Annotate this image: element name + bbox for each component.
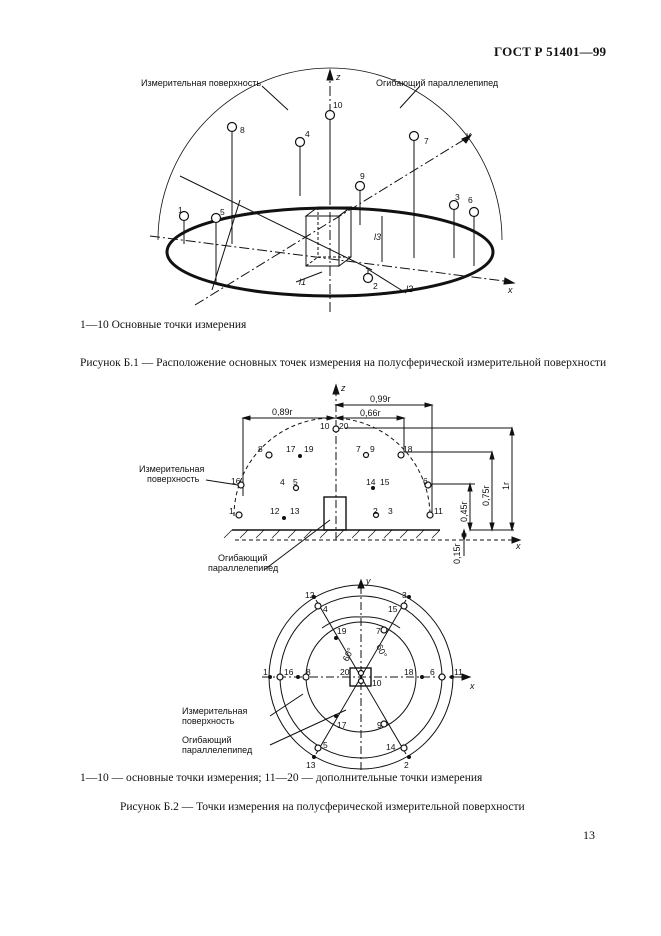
- svg-text:2: 2: [373, 281, 378, 291]
- plan-axis-x: x: [469, 681, 475, 691]
- svg-text:2: 2: [373, 506, 378, 516]
- svg-text:3: 3: [455, 192, 460, 202]
- svg-text:10: 10: [320, 421, 330, 431]
- fig1-axis-y: y: [465, 130, 471, 140]
- side-label-box-1: Огибающий: [218, 553, 267, 563]
- svg-text:5: 5: [323, 740, 328, 750]
- svg-text:17: 17: [337, 720, 347, 730]
- point-6: [468, 206, 480, 218]
- side-dim-015r: 0,15r: [452, 543, 462, 564]
- svg-text:1: 1: [263, 667, 268, 677]
- fig1-label-surface: Измерительная поверхность: [141, 78, 261, 88]
- plan-label-surface-1: Измерительная: [182, 706, 247, 716]
- svg-text:11: 11: [434, 506, 443, 516]
- svg-text:7: 7: [356, 444, 361, 454]
- svg-text:6: 6: [430, 667, 435, 677]
- svg-text:4: 4: [305, 129, 310, 139]
- side-dim-089r: 0,89r: [272, 407, 293, 417]
- fig1-label-box: Огибающий параллелепипед: [376, 78, 499, 88]
- svg-text:10: 10: [372, 678, 382, 688]
- figure-b1-drawing: 1 2 3 4 5 6 7 8 9 10 Измерительная поверхност…: [141, 67, 516, 312]
- fig1-axis-z: z: [335, 72, 341, 82]
- point-3: [448, 199, 460, 211]
- svg-text:18: 18: [404, 667, 414, 677]
- figure2-legend: 1—10 — основные точки измерения; 11—20 —…: [80, 772, 483, 784]
- point-4: [294, 136, 306, 148]
- svg-text:10: 10: [333, 100, 343, 110]
- svg-text:14: 14: [386, 742, 396, 752]
- svg-text:13: 13: [306, 760, 316, 770]
- side-label-surface-2: поверхность: [147, 474, 200, 484]
- side-dim-1r: 1r: [501, 482, 511, 490]
- point-9: [354, 180, 366, 192]
- svg-text:8: 8: [240, 125, 245, 135]
- svg-text:9: 9: [360, 171, 365, 181]
- point-2: [362, 272, 374, 284]
- svg-text:20: 20: [339, 421, 349, 431]
- svg-text:7: 7: [376, 626, 381, 636]
- point-10: [324, 109, 336, 121]
- side-dim-045r: 0,45r: [459, 501, 469, 522]
- svg-text:5: 5: [293, 477, 298, 487]
- plan-axis-y: y: [365, 576, 371, 586]
- svg-text:13: 13: [290, 506, 300, 516]
- svg-text:2: 2: [404, 760, 409, 770]
- point-5: [210, 212, 222, 224]
- side-dim-066r: 0,66r: [360, 408, 381, 418]
- svg-text:1: 1: [178, 205, 183, 215]
- fig1-dim-l2: l2: [406, 284, 413, 294]
- plan-angle-left: 60°: [341, 646, 356, 663]
- svg-text:7: 7: [424, 136, 429, 146]
- fig1-dim-l3: l3: [374, 232, 381, 242]
- svg-text:12: 12: [270, 506, 280, 516]
- svg-text:6: 6: [468, 195, 473, 205]
- figure1-legend: 1—10 Основные точки измерения: [80, 319, 247, 331]
- svg-text:17: 17: [286, 444, 296, 454]
- plan-label-surface-2: поверхность: [182, 716, 235, 726]
- point-7: [408, 130, 420, 142]
- svg-text:14: 14: [366, 477, 376, 487]
- svg-text:3: 3: [388, 506, 393, 516]
- standard-header: ГОСТ Р 51401—99: [494, 44, 607, 59]
- svg-text:5: 5: [220, 207, 225, 217]
- svg-text:15: 15: [388, 604, 398, 614]
- side-axis-z: z: [340, 383, 346, 393]
- svg-text:9: 9: [377, 720, 382, 730]
- svg-text:16: 16: [284, 667, 294, 677]
- figure2-caption: Рисунок Б.2 — Точки измерения на полусфе…: [120, 801, 525, 813]
- side-dim-099r: 0,99r: [370, 394, 391, 404]
- svg-text:19: 19: [304, 444, 314, 454]
- svg-text:9: 9: [370, 444, 375, 454]
- svg-text:12: 12: [305, 590, 315, 600]
- point-1: [178, 210, 190, 222]
- svg-text:4: 4: [323, 604, 328, 614]
- side-axis-x: x: [515, 541, 521, 551]
- svg-text:16: 16: [231, 476, 241, 486]
- svg-text:11: 11: [454, 667, 463, 677]
- side-dim-075r: 0,75r: [481, 485, 491, 506]
- svg-text:18: 18: [403, 444, 413, 454]
- fig1-axis-x: x: [507, 285, 513, 295]
- figure1-caption: Рисунок Б.1 — Расположение основных точе…: [80, 357, 607, 369]
- svg-text:4: 4: [280, 477, 285, 487]
- svg-text:8: 8: [258, 444, 263, 454]
- svg-text:3: 3: [402, 590, 407, 600]
- fig1-dim-l1: l1: [299, 277, 306, 287]
- svg-text:19: 19: [337, 626, 347, 636]
- svg-text:15: 15: [380, 477, 390, 487]
- side-label-surface-1: Измерительная: [139, 464, 204, 474]
- point-8: [226, 121, 238, 133]
- svg-text:6: 6: [423, 476, 428, 486]
- page-number: 13: [583, 828, 595, 842]
- side-label-box-2: параллелепипед: [208, 563, 279, 573]
- svg-text:20: 20: [340, 667, 350, 677]
- svg-text:8: 8: [306, 667, 311, 677]
- plan-label-box-1: Огибающий: [182, 735, 231, 745]
- svg-text:1: 1: [229, 506, 234, 516]
- plan-angle-right: 60°: [374, 643, 389, 660]
- plan-label-box-2: параллелепипед: [182, 745, 253, 755]
